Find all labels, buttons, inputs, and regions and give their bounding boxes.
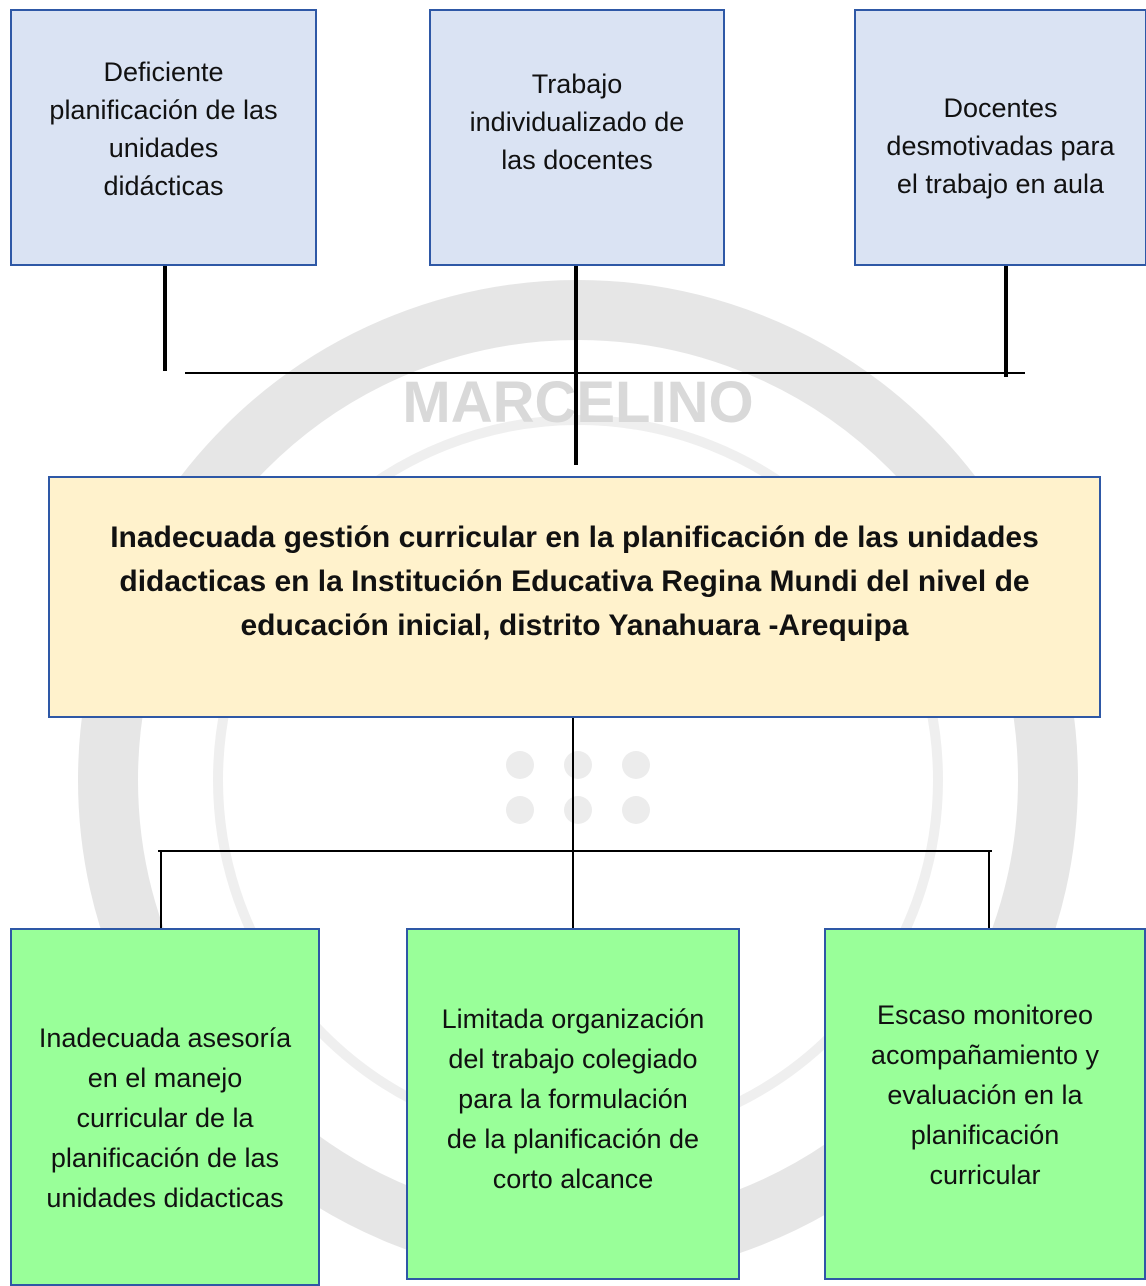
effect-box-1: Inadecuada asesoría en el manejo curricu… [10,928,320,1286]
connector-effect-1 [160,850,162,930]
cause-box-3: Docentes desmotivadas para el trabajo en… [854,9,1146,266]
connector-cause-2 [574,265,578,465]
connector-cause-3 [1004,265,1008,377]
cause-text-3: Docentes desmotivadas para el trabajo en… [886,93,1115,199]
cause-text-2: Trabajo individualizado de las docentes [469,69,685,175]
cause-box-2: Trabajo individualizado de las docentes [429,9,725,266]
cause-box-1: Deficiente planificación de las unidades… [10,9,317,266]
watermark-text: MARCELINO [402,370,753,435]
effect-box-2: Limitada organización del trabajo colegi… [406,928,740,1280]
central-problem-text: Inadecuada gestión curricular en la plan… [110,521,1039,642]
central-problem-box: Inadecuada gestión curricular en la plan… [48,476,1101,718]
connector-problem-down [572,718,574,930]
effect-box-3: Escaso monitoreo acompañamiento y evalua… [824,928,1146,1280]
effects-horizontal-line [158,850,992,852]
causes-horizontal-line [185,372,1025,374]
connector-effect-3 [988,850,990,930]
effect-text-1: Inadecuada asesoría en el manejo curricu… [38,1023,292,1213]
cause-text-1: Deficiente planificación de las unidades… [49,57,278,201]
effect-text-3: Escaso monitoreo acompañamiento y evalua… [870,1000,1100,1190]
effect-text-2: Limitada organización del trabajo colegi… [441,1004,705,1194]
connector-cause-1 [163,265,167,371]
